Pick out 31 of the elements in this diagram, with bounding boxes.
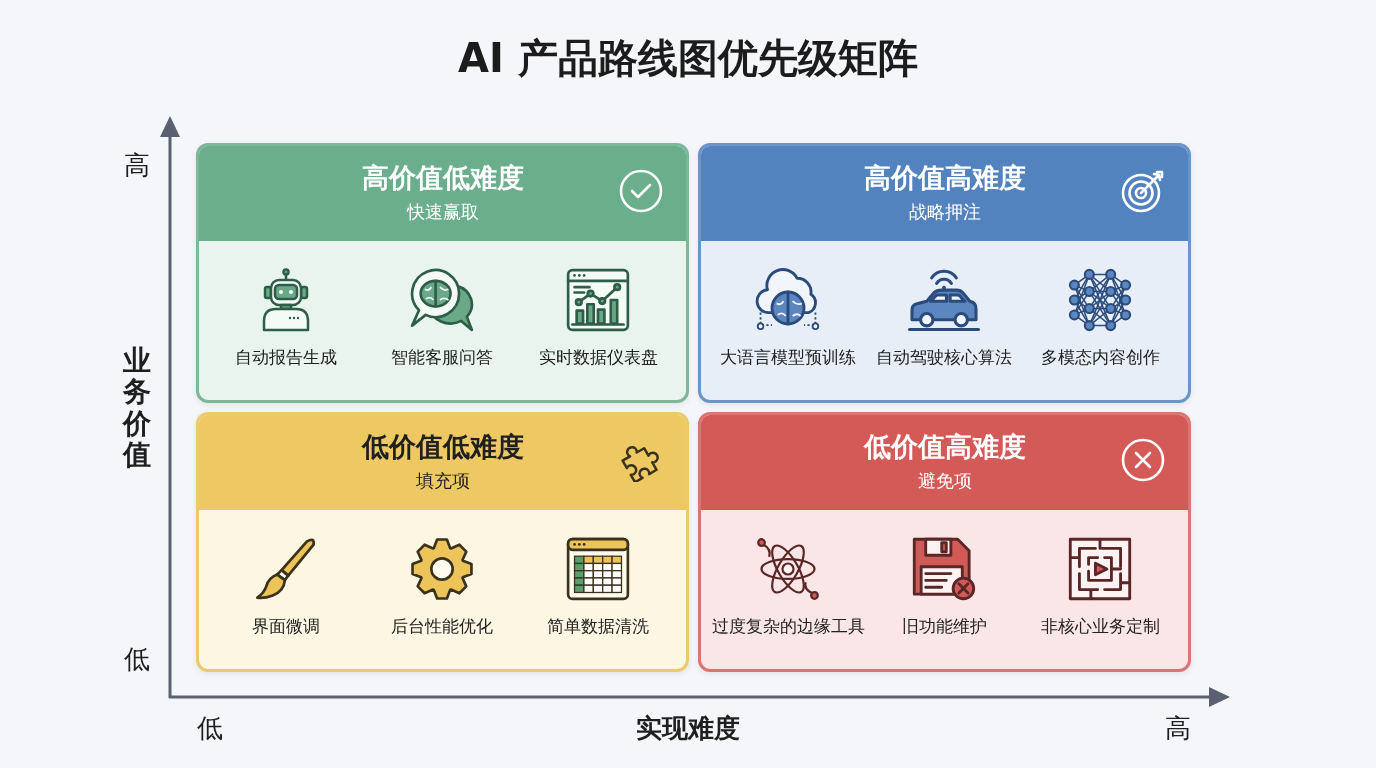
quadrant-card [698,412,1191,672]
axis-tick-label: 高 [1165,714,1191,744]
item-label: 旧功能维护 [901,615,987,638]
quadrant-subtitle: 填充项 [415,470,470,492]
axis-tick-label: 高 [124,151,150,181]
item-label: 后台性能优化 [391,615,493,638]
axis-tick-label: 低 [197,714,223,744]
quadrant-subtitle: 快速赢取 [406,201,479,223]
item-label: 实时数据仪表盘 [538,346,658,369]
item-label: 自动驾驶核心算法 [876,346,1012,369]
quadrant-card [698,143,1191,403]
quadrant-card [196,143,689,403]
item-label: 大语言模型预训练 [720,346,856,369]
item-label: 智能客服问答 [391,346,493,369]
quadrant-subtitle: 避免项 [917,470,972,492]
item-label: 简单数据清洗 [547,615,649,638]
title: AI 产品路线图优先级矩阵 [458,34,918,82]
item-label: 多模态内容创作 [1040,346,1160,369]
quadrant-title: 低价值高难度 [863,431,1026,464]
item-label: 过度复杂的边缘工具 [711,615,865,638]
axis-title: 实现难度 [636,714,740,744]
quadrant-title: 高价值低难度 [361,162,524,195]
quadrant-card [196,412,689,672]
axis-title: 业务价值 [123,345,151,471]
axis-tick-label: 低 [124,645,150,675]
item-label: 界面微调 [252,615,320,638]
quadrant-title: 低价值低难度 [361,431,524,464]
quadrant-title: 高价值高难度 [863,162,1026,195]
quadrant-subtitle: 战略押注 [908,201,981,223]
item-label: 自动报告生成 [235,346,337,369]
item-label: 非核心业务定制 [1040,615,1160,638]
